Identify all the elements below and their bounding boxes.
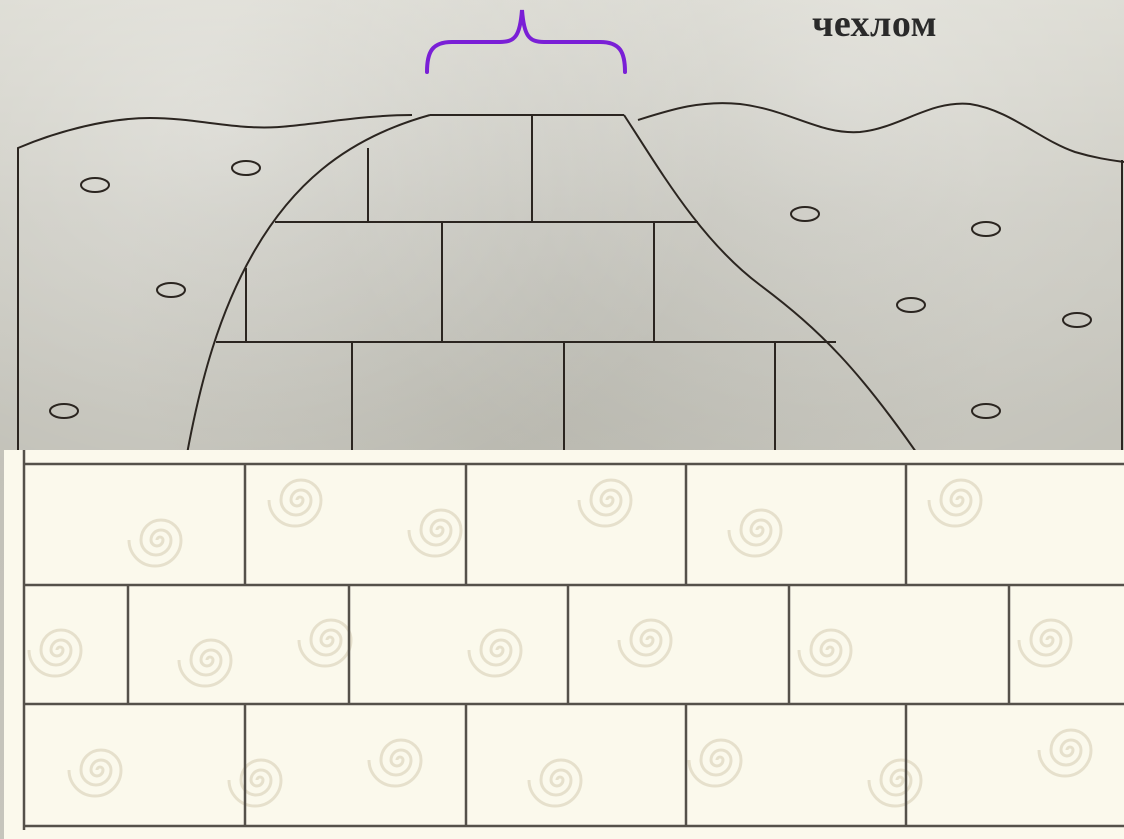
pebble-icon [50, 404, 78, 418]
pebbles [50, 161, 1091, 418]
sedimentary-cover [18, 103, 1124, 460]
cover-right-outline [638, 103, 1124, 162]
pebble-icon [232, 161, 260, 175]
pebble-icon [1063, 313, 1091, 327]
uplifted-block [185, 115, 925, 465]
curly-brace-icon [427, 10, 625, 72]
block-left-boundary [185, 115, 430, 465]
pebble-icon [791, 207, 819, 221]
pebble-icon [157, 283, 185, 297]
pebble-icon [81, 178, 109, 192]
pebble-icon [897, 298, 925, 312]
basement [4, 450, 1124, 839]
cover-label: чехлом [812, 2, 937, 46]
pebble-icon [972, 222, 1000, 236]
pebble-icon [972, 404, 1000, 418]
